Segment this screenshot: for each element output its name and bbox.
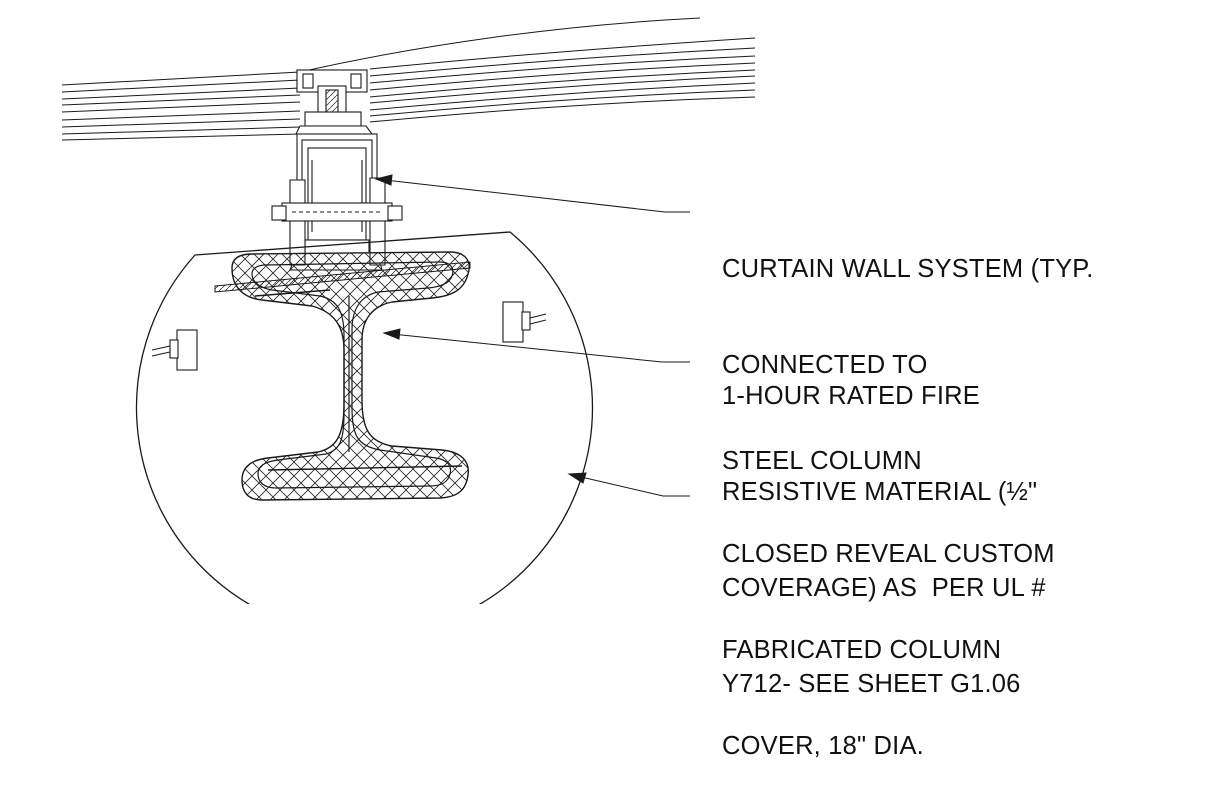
bottom-flange-line bbox=[267, 465, 463, 471]
leader-fire-resistive bbox=[382, 328, 690, 363]
top-flange-line bbox=[254, 289, 331, 297]
note-line: CONNECTED TO bbox=[722, 351, 928, 379]
mullion-box bbox=[289, 133, 383, 271]
note-line: 1-HOUR RATED FIRE bbox=[722, 382, 980, 410]
cover-clip-right bbox=[502, 301, 547, 343]
note-line: RESISTIVE MATERIAL (½" bbox=[722, 478, 1038, 506]
column-detail-drawing bbox=[61, 17, 756, 604]
note-line: CURTAIN WALL SYSTEM (TYP. bbox=[722, 255, 1094, 283]
note-line: STEEL COLUMN bbox=[722, 447, 922, 475]
cover-clip-left bbox=[151, 329, 198, 371]
note-line: CLOSED REVEAL CUSTOM bbox=[722, 540, 1055, 568]
mullion-cap bbox=[295, 69, 374, 135]
column-cover-outline bbox=[135, 231, 594, 604]
note-line: FABRICATED COLUMN bbox=[722, 636, 1002, 664]
leader-column-cover bbox=[567, 472, 690, 497]
column-cover-note: CLOSED REVEAL CUSTOM FABRICATED COLUMN C… bbox=[722, 474, 1055, 794]
connection-clip bbox=[271, 177, 403, 266]
leader-curtain-wall bbox=[374, 174, 690, 213]
steel-column bbox=[251, 261, 454, 489]
curtain-wall-glazing bbox=[61, 17, 756, 141]
note-line: COVERAGE) AS PER UL # bbox=[722, 574, 1046, 602]
curtain-wall-note: CURTAIN WALL SYSTEM (TYP. CONNECTED TO S… bbox=[722, 189, 1094, 509]
note-line: COVER, 18" DIA. bbox=[722, 732, 924, 760]
